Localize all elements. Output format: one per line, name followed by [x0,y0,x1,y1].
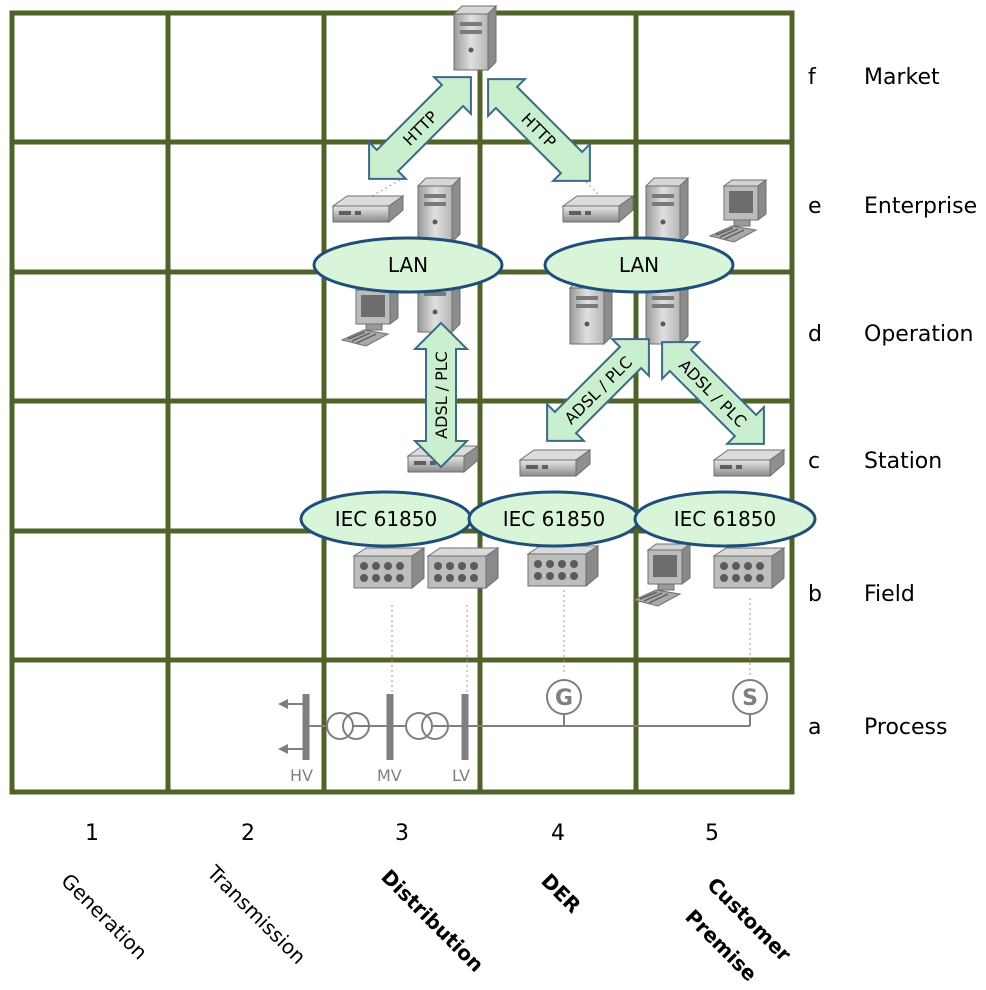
lan-left-ellipse [312,236,504,294]
zone-letter-f: f [808,65,817,90]
storage-symbol [732,679,768,715]
zone-letter-c: c [808,449,820,474]
sgam-grid [9,10,795,795]
adsl-vertical-arrow [412,321,470,469]
enterprise-right-workstation-icon [709,179,767,243]
zone-name-market: Market [864,65,940,90]
enterprise-right-netbox-icon [562,195,634,223]
domain-number-5: 5 [705,821,719,846]
market-server-icon [453,5,497,71]
storage-label: S [742,686,758,711]
domain-labels: 1 2 3 4 5 Generation Transmission Distri… [56,821,796,986]
field-device-3-icon [527,545,599,587]
lan-left-label: LAN [388,253,428,277]
lan-right-ellipse [543,236,735,294]
generator-symbol [546,679,582,715]
adsl-right-arrow [661,341,765,445]
iec-mid-label: IEC 61850 [503,507,605,531]
domain-name-generation: Generation [56,869,152,965]
transformer-1-winding-a [326,712,354,740]
domain-number-3: 3 [395,821,409,846]
adsl-right-label: ADSL / PLC [675,356,750,431]
adsl-left-label: ADSL / PLC [561,353,636,428]
zone-name-process: Process [864,715,947,740]
enterprise-right-server-icon [645,177,689,243]
zone-letter-e: e [808,194,822,219]
zone-name-station: Station [864,449,942,474]
lv-label: LV [452,766,470,785]
hv-arrowhead-top [278,699,288,709]
zone-name-operation: Operation [864,322,973,347]
field-device-4-icon [713,547,785,589]
hv-label: HV [290,766,313,785]
mv-label: MV [377,766,402,785]
http-right-arrow [487,78,591,182]
dotted-link-server-left [371,179,401,197]
protocol-ellipse-labels: LAN LAN IEC 61850 IEC 61850 IEC 61850 [335,253,776,531]
iec-right-ellipse [633,490,817,548]
zone-letter-b: b [808,582,822,607]
enterprise-left-server-icon [417,177,461,243]
iec-right-label: IEC 61850 [674,507,776,531]
transformer-2-winding-b [421,712,449,740]
zone-name-field: Field [864,582,915,607]
field-device-2-icon [427,547,499,589]
dotted-link-server-right [585,181,603,199]
zone-labels: f Market e Enterprise d Operation c Stat… [808,65,977,740]
lan-right-label: LAN [619,253,659,277]
transformer-2-winding-a [405,712,433,740]
hv-arrowhead-bottom [278,744,288,754]
domain-name-der: DER [536,869,585,918]
station-right-netbox-icon [713,449,785,477]
domain-number-4: 4 [551,821,565,846]
zone-letter-a: a [808,715,821,740]
station-mid-netbox-icon [519,449,591,477]
operation-left-workstation-icon [341,283,399,347]
domain-name-distribution: Distribution [376,865,488,977]
adsl-vertical-label: ADSL / PLC [432,351,451,439]
process-single-line: G S HV MV LV [278,179,768,785]
field-workstation-icon [633,543,691,607]
protocol-ellipses [299,236,817,548]
domain-number-2: 2 [241,821,255,846]
field-device-1-icon [353,547,425,589]
adsl-left-arrow [546,338,650,442]
domain-name-transmission: Transmission [202,860,311,969]
zone-name-enterprise: Enterprise [864,194,977,219]
iec-left-label: IEC 61850 [335,507,437,531]
enterprise-left-netbox-icon [332,195,404,223]
generator-label: G [555,686,573,711]
zone-letter-d: d [808,322,822,347]
domain-number-1: 1 [85,821,99,846]
http-left-arrow [368,76,472,180]
transformer-1-winding-b [342,712,370,740]
